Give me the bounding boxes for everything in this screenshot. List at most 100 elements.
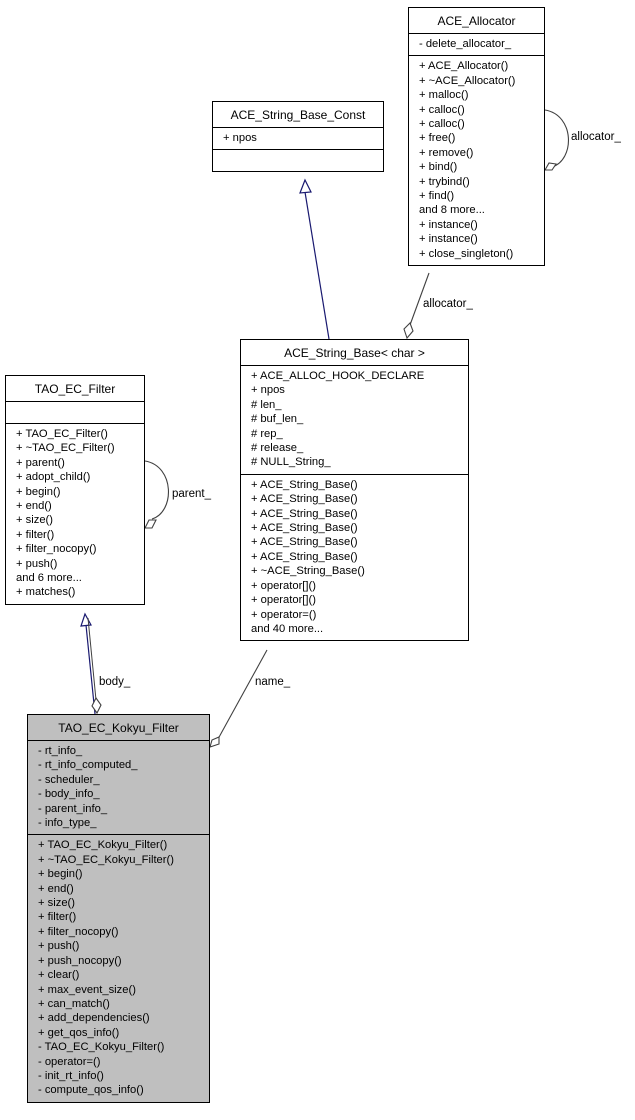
attribute-item[interactable]: - delete_allocator_ <box>419 38 512 50</box>
attribute-item[interactable]: - body_info_ <box>38 788 100 801</box>
class-title: ACE_String_Base< char > <box>241 340 468 366</box>
method-item[interactable]: + operator=() <box>251 608 317 621</box>
method-item[interactable]: + end() <box>38 882 74 895</box>
method-item[interactable]: + bind() <box>419 161 458 174</box>
method-item[interactable]: + ~TAO_EC_Kokyu_Filter() <box>38 853 174 866</box>
method-item[interactable]: + add_dependencies() <box>38 1012 150 1025</box>
edge-label-parent: parent_ <box>172 488 212 500</box>
class-title: TAO_EC_Kokyu_Filter <box>28 715 209 741</box>
method-item[interactable]: + TAO_EC_Filter() <box>16 428 108 440</box>
attribute-item[interactable]: + npos <box>251 384 285 397</box>
method-item[interactable]: + clear() <box>38 969 80 982</box>
inheritance-edge-kokyu-filter <box>85 624 96 715</box>
self-loop-parent <box>144 460 169 520</box>
method-item[interactable]: + instance() <box>419 233 478 246</box>
methods-section <box>213 150 383 171</box>
class-tao-ec-filter[interactable]: TAO_EC_Filter + TAO_EC_Filter() + ~TAO_EC… <box>5 375 145 605</box>
method-item[interactable]: + operator[]() <box>251 594 316 607</box>
method-item[interactable]: + TAO_EC_Kokyu_Filter() <box>38 839 168 852</box>
inheritance-arrowhead-icon <box>299 178 312 194</box>
method-item[interactable]: + ~ACE_Allocator() <box>419 74 516 87</box>
method-item[interactable]: - init_rt_info() <box>38 1069 104 1082</box>
aggregation-diamond-icon <box>209 736 220 748</box>
attribute-item[interactable]: # NULL_String_ <box>251 456 331 469</box>
methods-section: + ACE_String_Base()+ ACE_String_Base()+ … <box>241 475 468 640</box>
method-item[interactable]: + ACE_String_Base() <box>251 493 358 506</box>
attribute-item[interactable]: + npos <box>223 132 257 144</box>
class-tao-ec-kokyu-filter[interactable]: TAO_EC_Kokyu_Filter - rt_info_ - rt_info_… <box>27 714 210 1103</box>
attributes-section: - delete_allocator_ <box>409 34 544 57</box>
methods-section: + TAO_EC_Kokyu_Filter()+ ~TAO_EC_Kokyu_F… <box>28 835 209 1101</box>
method-item[interactable]: + ACE_String_Base() <box>251 550 358 563</box>
method-item[interactable]: + size() <box>16 514 53 527</box>
method-item[interactable]: + push() <box>16 557 58 570</box>
attribute-item[interactable]: - info_type_ <box>38 817 97 830</box>
association-edge-body <box>87 617 97 701</box>
class-title: ACE_String_Base_Const <box>213 102 383 128</box>
method-item[interactable]: and 40 more... <box>251 622 324 635</box>
class-ace-string-base[interactable]: ACE_String_Base< char > + ACE_ALLOC_HOOK… <box>240 339 469 642</box>
attributes-section <box>6 402 144 424</box>
method-item[interactable]: + ACE_String_Base() <box>251 536 358 549</box>
attribute-item[interactable]: - rt_info_ <box>38 745 83 757</box>
method-item[interactable]: + parent() <box>16 456 65 469</box>
method-item[interactable]: + find() <box>419 190 455 203</box>
method-item[interactable]: + matches() <box>16 586 76 599</box>
method-item[interactable]: + max_event_size() <box>38 983 136 996</box>
attribute-item[interactable]: # rep_ <box>251 427 283 440</box>
method-item[interactable]: + ACE_String_Base() <box>251 507 358 520</box>
method-item[interactable]: + ACE_String_Base() <box>251 522 358 535</box>
attribute-item[interactable]: + ACE_ALLOC_HOOK_DECLARE <box>251 370 425 382</box>
methods-section: + ACE_Allocator()+ ~ACE_Allocator() + mal… <box>409 56 544 265</box>
method-item[interactable]: + filter() <box>38 911 77 924</box>
method-item[interactable]: + remove() <box>419 146 474 159</box>
method-item[interactable]: + push() <box>38 940 80 953</box>
edge-label-allocator: allocator_ <box>423 298 473 310</box>
aggregation-diamond-icon <box>544 162 557 171</box>
inheritance-arrowhead-icon <box>80 612 92 627</box>
method-item[interactable]: and 6 more... <box>16 572 82 585</box>
method-item[interactable]: - operator=() <box>38 1055 101 1068</box>
attribute-item[interactable]: - rt_info_computed_ <box>38 759 138 772</box>
self-loop-allocator <box>544 109 569 168</box>
method-item[interactable]: + filter() <box>16 528 55 541</box>
method-item[interactable]: + instance() <box>419 218 478 231</box>
attribute-item[interactable]: # release_ <box>251 442 304 455</box>
method-item[interactable]: + malloc() <box>419 89 469 102</box>
method-item[interactable]: + size() <box>38 897 75 910</box>
method-item[interactable]: + filter_nocopy() <box>38 925 119 938</box>
method-item[interactable]: + end() <box>16 500 52 513</box>
method-item[interactable]: + begin() <box>38 868 83 881</box>
method-item[interactable]: - compute_qos_info() <box>38 1084 144 1097</box>
method-item[interactable]: + trybind() <box>419 175 470 188</box>
method-item[interactable]: + ~TAO_EC_Filter() <box>16 442 115 455</box>
method-item[interactable]: + ACE_Allocator() <box>419 60 509 73</box>
method-item[interactable]: + operator[]() <box>251 579 316 592</box>
method-item[interactable]: + calloc() <box>419 118 465 131</box>
method-item[interactable]: + free() <box>419 132 456 145</box>
method-item[interactable]: + can_match() <box>38 997 110 1010</box>
attribute-item[interactable]: - parent_info_ <box>38 802 108 815</box>
method-item[interactable]: + push_nocopy() <box>38 954 122 967</box>
method-item[interactable]: - TAO_EC_Kokyu_Filter() <box>38 1041 165 1054</box>
attributes-section: + ACE_ALLOC_HOOK_DECLARE + npos# len_ # bu… <box>241 366 468 475</box>
edge-label-allocator-self: allocator_ <box>571 131 621 143</box>
association-edge-name <box>217 649 268 740</box>
method-item[interactable]: + filter_nocopy() <box>16 543 97 556</box>
class-ace-string-base-const[interactable]: ACE_String_Base_Const + npos <box>212 101 384 173</box>
attribute-item[interactable]: # len_ <box>251 398 282 411</box>
method-item[interactable]: + close_singleton() <box>419 247 514 260</box>
method-item[interactable]: + get_qos_info() <box>38 1026 120 1039</box>
method-item[interactable]: + calloc() <box>419 103 465 116</box>
class-title: TAO_EC_Filter <box>6 376 144 402</box>
method-item[interactable]: + adopt_child() <box>16 471 91 484</box>
method-item[interactable]: + ~ACE_String_Base() <box>251 565 365 578</box>
class-ace-allocator[interactable]: ACE_Allocator - delete_allocator_ + ACE_… <box>408 7 545 267</box>
method-item[interactable]: and 8 more... <box>419 204 485 217</box>
attribute-item[interactable]: # buf_len_ <box>251 413 304 426</box>
method-item[interactable]: + ACE_String_Base() <box>251 478 358 491</box>
method-item[interactable]: + begin() <box>16 485 61 498</box>
attribute-item[interactable]: - scheduler_ <box>38 773 100 786</box>
edge-label-name: name_ <box>255 676 291 688</box>
